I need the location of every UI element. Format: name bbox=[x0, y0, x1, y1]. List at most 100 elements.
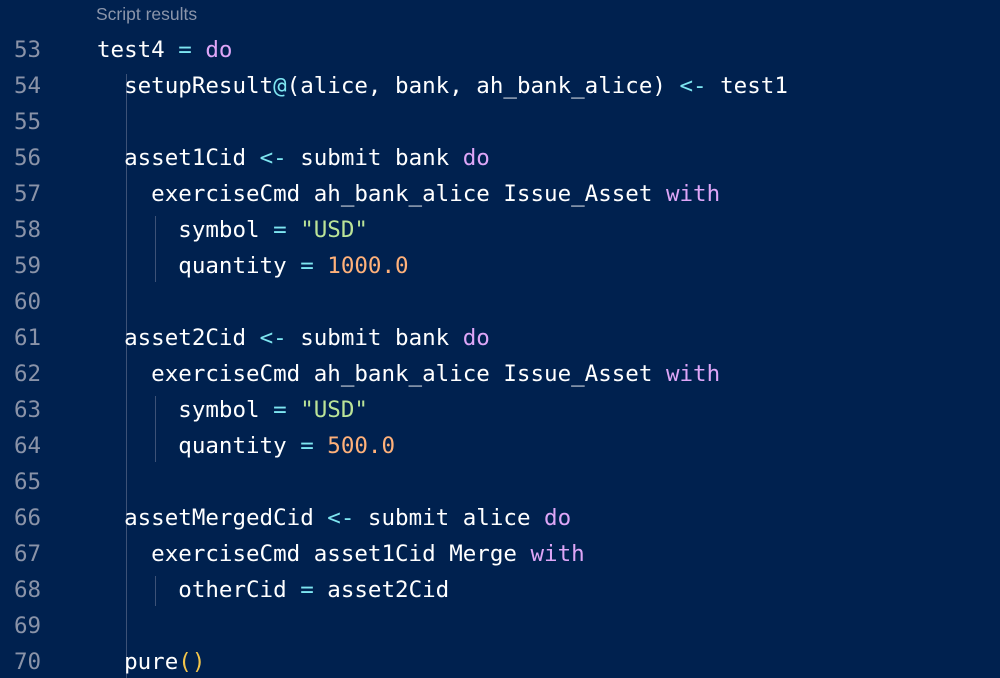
code-token: test4 bbox=[97, 37, 165, 63]
code-token: submit bank bbox=[286, 145, 463, 171]
code-line-62[interactable]: 62 exerciseCmd ah_bank_alice Issue_Asset… bbox=[0, 356, 1000, 392]
code-line-67[interactable]: 67 exerciseCmd asset1Cid Merge with bbox=[0, 536, 1000, 572]
line-number: 63 bbox=[14, 397, 42, 423]
line-code: quantity = 1000.0 bbox=[97, 248, 409, 284]
line-code: symbol = "USD" bbox=[97, 212, 368, 248]
code-line-64[interactable]: 64 quantity = 500.0 bbox=[0, 428, 1000, 464]
code-line-60[interactable]: 60 bbox=[0, 284, 1000, 320]
code-token: quantity bbox=[97, 433, 301, 459]
indent-guide bbox=[155, 576, 156, 606]
code-line-63[interactable]: 63 symbol = "USD" bbox=[0, 392, 1000, 428]
line-code: asset1Cid <- submit bank do bbox=[97, 140, 490, 176]
line-number: 56 bbox=[14, 145, 42, 171]
code-line-59[interactable]: 59 quantity = 1000.0 bbox=[0, 248, 1000, 284]
code-token: do bbox=[462, 145, 490, 171]
indent-guide bbox=[155, 216, 156, 282]
code-token: () bbox=[178, 649, 206, 675]
code-token: exerciseCmd ah_bank_alice Issue_Asset bbox=[97, 361, 666, 387]
line-code: exerciseCmd ah_bank_alice Issue_Asset wi… bbox=[97, 356, 720, 392]
line-number: 66 bbox=[14, 505, 42, 531]
code-token: asset2Cid bbox=[313, 577, 450, 603]
code-line-65[interactable]: 65 bbox=[0, 464, 1000, 500]
code-token bbox=[314, 433, 328, 459]
code-token: = bbox=[178, 37, 192, 63]
line-code: assetMergedCid <- submit alice do bbox=[97, 500, 571, 536]
line-number: 54 bbox=[14, 73, 42, 99]
code-token: 1000.0 bbox=[327, 253, 409, 279]
code-token: with bbox=[530, 541, 585, 567]
line-code: test4 = do bbox=[97, 32, 232, 68]
code-token: = bbox=[273, 217, 287, 243]
line-code: setupResult@(alice, bank, ah_bank_alice)… bbox=[97, 68, 788, 104]
code-line-57[interactable]: 57 exerciseCmd ah_bank_alice Issue_Asset… bbox=[0, 176, 1000, 212]
code-line-58[interactable]: 58 symbol = "USD" bbox=[0, 212, 1000, 248]
code-token: otherCid bbox=[97, 577, 301, 603]
code-token: setupResult bbox=[97, 73, 274, 99]
code-token: do bbox=[544, 505, 572, 531]
line-code: exerciseCmd asset1Cid Merge with bbox=[97, 536, 585, 572]
code-token: <- bbox=[679, 73, 707, 99]
code-token: exerciseCmd ah_bank_alice Issue_Asset bbox=[97, 181, 666, 207]
code-token: submit alice bbox=[354, 505, 545, 531]
line-code: asset2Cid <- submit bank do bbox=[97, 320, 490, 356]
line-number: 53 bbox=[14, 37, 42, 63]
code-token: "USD" bbox=[300, 397, 368, 423]
line-code: quantity = 500.0 bbox=[97, 428, 395, 464]
line-code: symbol = "USD" bbox=[97, 392, 368, 428]
code-token: exerciseCmd asset1Cid Merge bbox=[97, 541, 531, 567]
code-line-68[interactable]: 68 otherCid = asset2Cid bbox=[0, 572, 1000, 608]
code-line-54[interactable]: 54 setupResult@(alice, bank, ah_bank_ali… bbox=[0, 68, 1000, 104]
script-results-codelens[interactable]: Script results bbox=[96, 4, 198, 24]
line-number: 60 bbox=[14, 289, 42, 315]
line-number: 61 bbox=[14, 325, 42, 351]
line-number: 57 bbox=[14, 181, 42, 207]
code-token: asset2Cid bbox=[97, 325, 260, 351]
line-number: 64 bbox=[14, 433, 42, 459]
line-number: 59 bbox=[14, 253, 42, 279]
code-token: <- bbox=[327, 505, 355, 531]
code-token: with bbox=[665, 181, 721, 207]
code-token: asset1Cid bbox=[97, 145, 260, 171]
code-line-66[interactable]: 66 assetMergedCid <- submit alice do bbox=[0, 500, 1000, 536]
code-line-55[interactable]: 55 bbox=[0, 104, 1000, 140]
code-token: = bbox=[300, 433, 314, 459]
code-line-70[interactable]: 70 pure() bbox=[0, 644, 1000, 678]
line-number: 58 bbox=[14, 217, 42, 243]
code-token: do bbox=[462, 325, 490, 351]
code-token bbox=[165, 37, 179, 63]
code-token: symbol bbox=[97, 397, 274, 423]
code-token bbox=[314, 253, 328, 279]
code-line-61[interactable]: 61 asset2Cid <- submit bank do bbox=[0, 320, 1000, 356]
indent-guide bbox=[126, 542, 127, 606]
indent-guide bbox=[126, 362, 127, 462]
indent-guide bbox=[126, 182, 127, 282]
line-number: 70 bbox=[14, 649, 42, 675]
code-token: assetMergedCid bbox=[97, 505, 328, 531]
line-code: pure() bbox=[97, 644, 205, 678]
code-token: pure bbox=[97, 649, 179, 675]
code-line-69[interactable]: 69 bbox=[0, 608, 1000, 644]
line-number: 69 bbox=[14, 613, 42, 639]
indent-guide bbox=[155, 396, 156, 462]
line-number: 65 bbox=[14, 469, 42, 495]
code-token: <- bbox=[259, 325, 287, 351]
code-token: do bbox=[205, 37, 233, 63]
code-token: symbol bbox=[97, 217, 274, 243]
code-token: quantity bbox=[97, 253, 301, 279]
code-line-53[interactable]: 53 test4 = do bbox=[0, 32, 1000, 68]
code-token: = bbox=[300, 577, 314, 603]
line-code: otherCid = asset2Cid bbox=[97, 572, 449, 608]
code-token: "USD" bbox=[300, 217, 368, 243]
code-token bbox=[287, 217, 301, 243]
code-line-56[interactable]: 56 asset1Cid <- submit bank do bbox=[0, 140, 1000, 176]
code-token bbox=[287, 397, 301, 423]
code-token: = bbox=[273, 397, 287, 423]
code-token: 500.0 bbox=[327, 433, 396, 459]
line-number: 67 bbox=[14, 541, 42, 567]
line-code: exerciseCmd ah_bank_alice Issue_Asset wi… bbox=[97, 176, 720, 212]
line-number: 55 bbox=[14, 109, 42, 135]
line-number: 68 bbox=[14, 577, 42, 603]
code-token: @ bbox=[273, 73, 287, 99]
code-token bbox=[192, 37, 206, 63]
